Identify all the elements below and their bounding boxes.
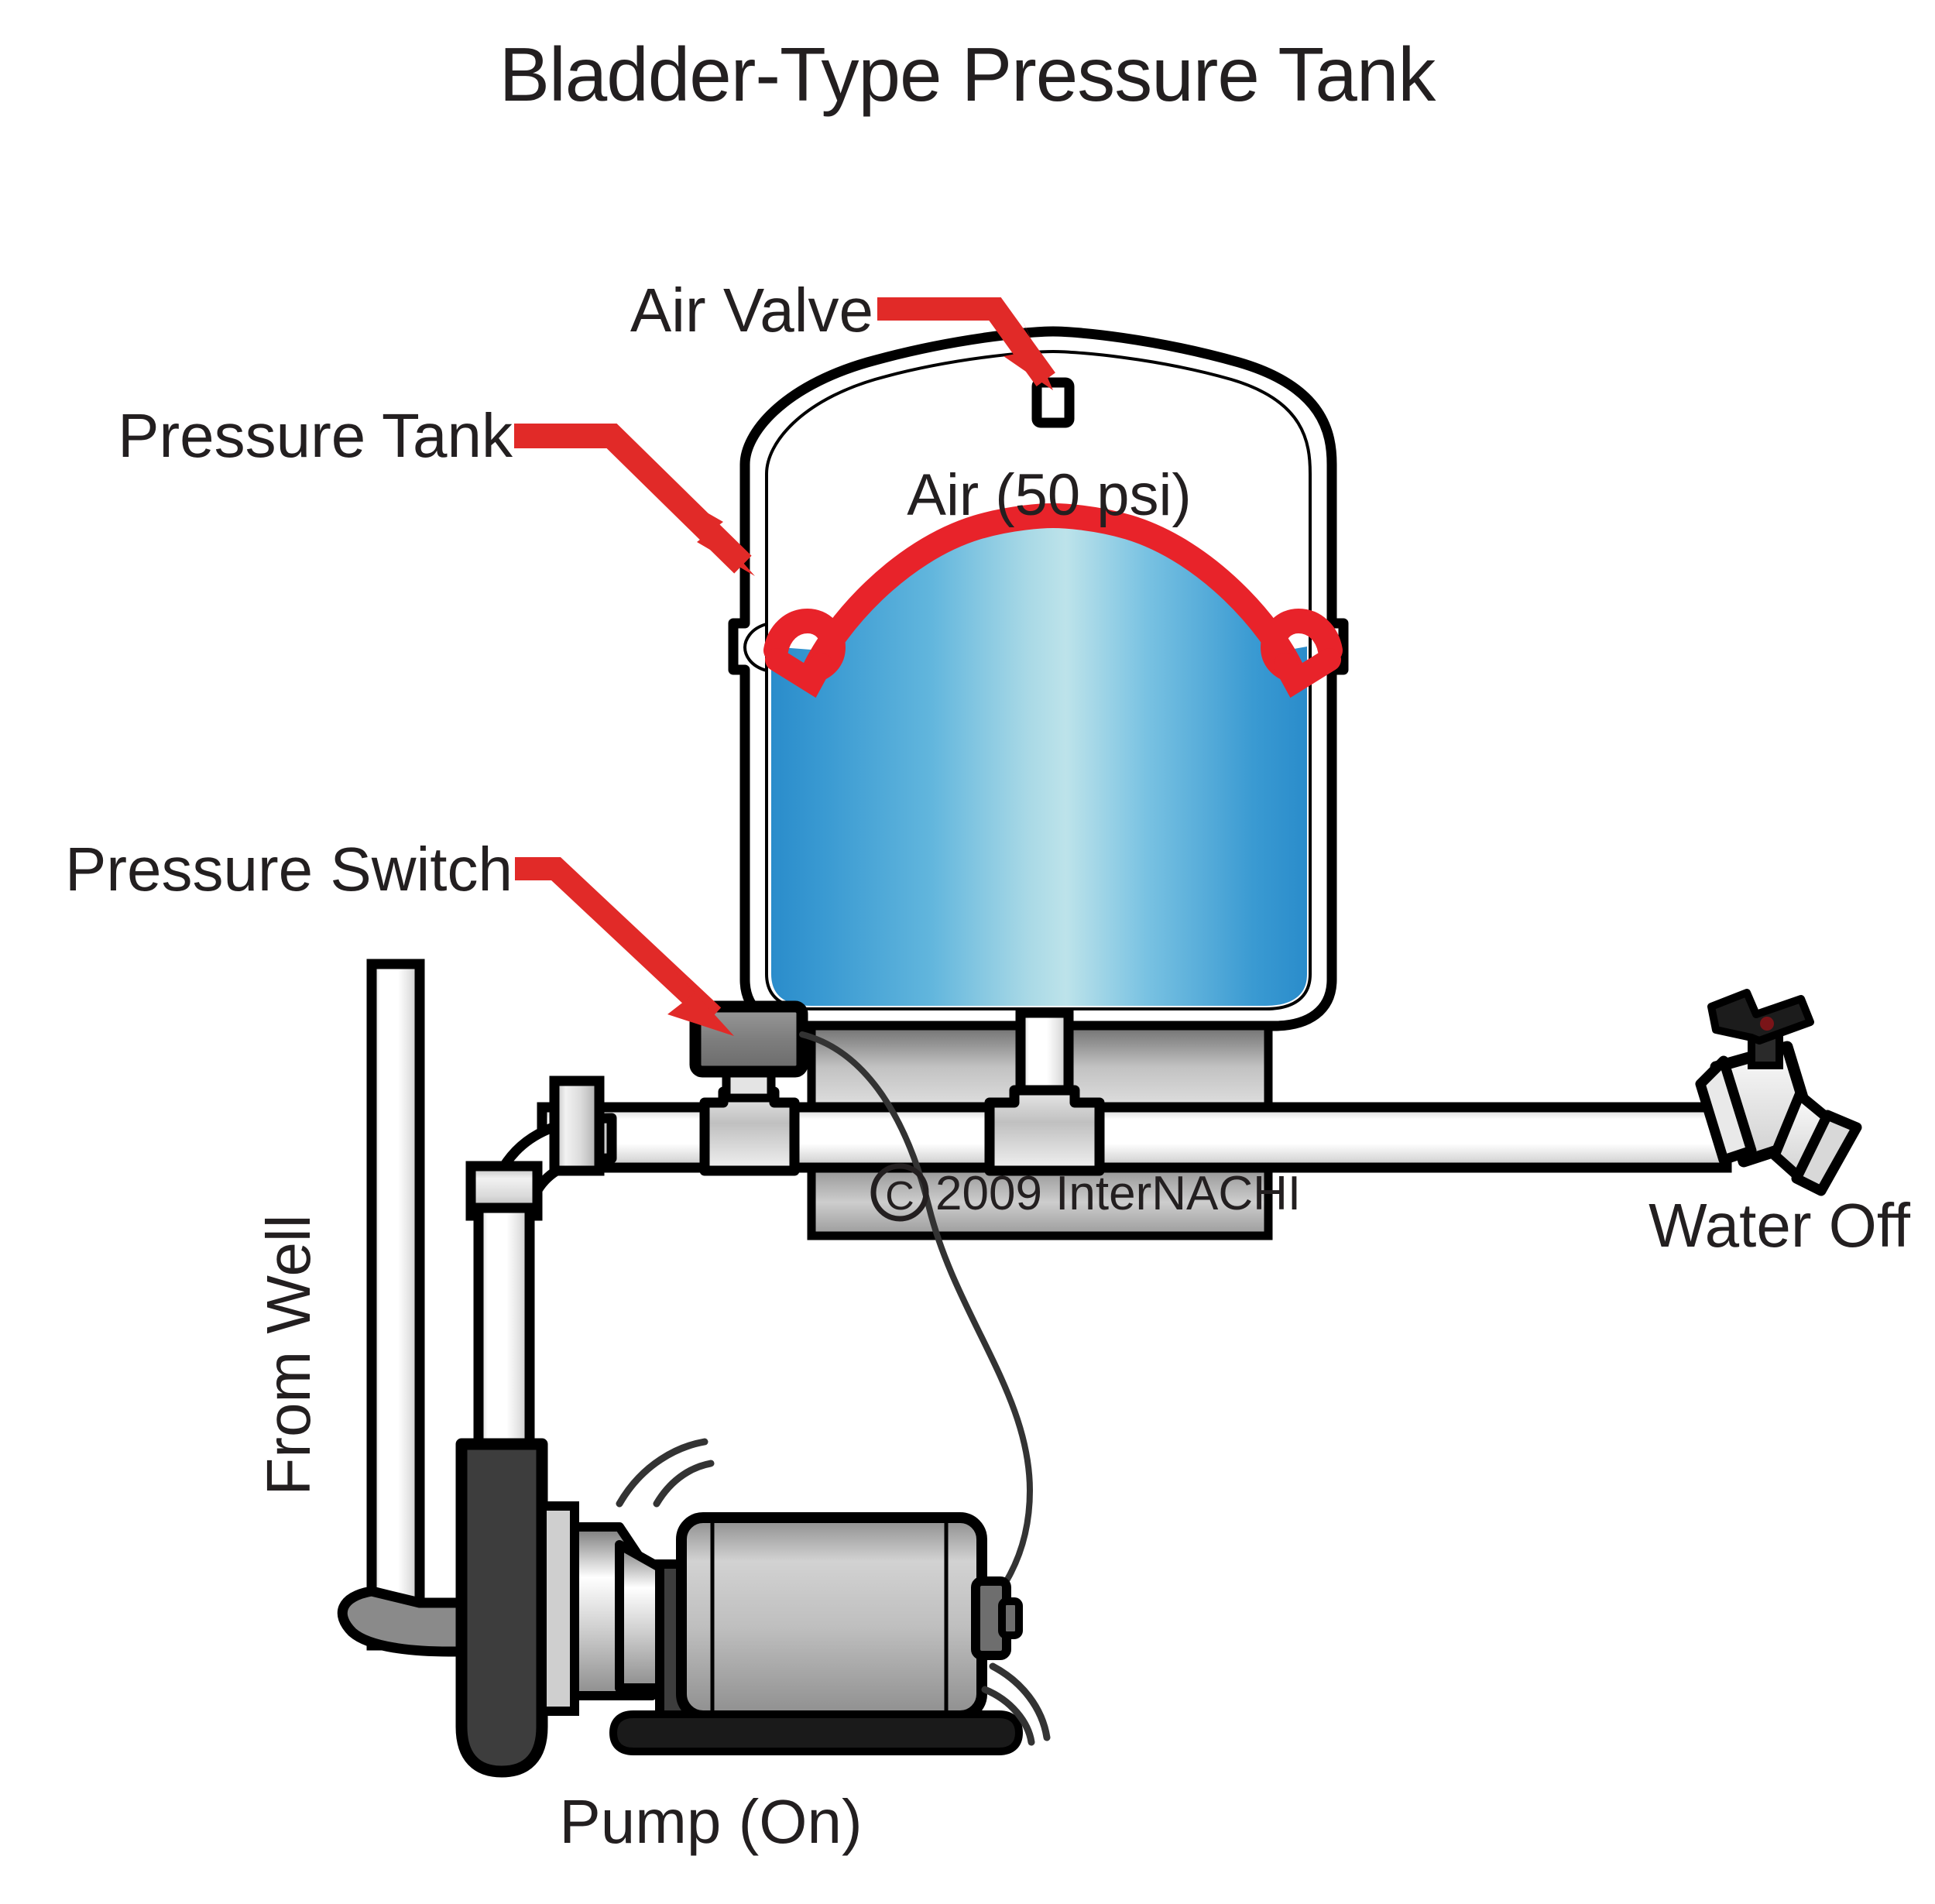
pipe-elbow bbox=[465, 1076, 617, 1539]
air-valve-label: Air Valve bbox=[630, 276, 873, 345]
faucet-handle[interactable] bbox=[1707, 989, 1814, 1045]
pump-intake-casing bbox=[455, 1438, 548, 1778]
faucet-handle-screw bbox=[1760, 1017, 1774, 1031]
pressure-tank[interactable]: Air (50 psi) bbox=[728, 326, 1349, 1031]
pump-on-label: Pump (On) bbox=[559, 1787, 862, 1856]
well-riser-pipe bbox=[366, 959, 425, 1651]
well-supply-pipe bbox=[337, 959, 467, 1657]
page-title: Bladder-Type Pressure Tank bbox=[499, 32, 1437, 117]
tee-body bbox=[984, 1085, 1105, 1176]
copyright-notice: C 2009 InterNACHI bbox=[870, 1163, 1301, 1222]
bladder-left-lip bbox=[765, 648, 832, 698]
pump-motor-body bbox=[676, 1512, 987, 1721]
faucet[interactable] bbox=[1695, 989, 1862, 1196]
pump-volute bbox=[537, 1501, 579, 1716]
vibration-arcs-bottom bbox=[981, 1662, 1051, 1746]
copyright-symbol: C bbox=[885, 1174, 914, 1219]
pump-assembly[interactable] bbox=[455, 1438, 1051, 1778]
tank-outlet-tee bbox=[984, 1007, 1105, 1176]
copyright-circle bbox=[870, 1163, 929, 1222]
water-volume bbox=[771, 513, 1307, 1006]
pump-base-foot bbox=[609, 1710, 1024, 1755]
pump-junction-nub bbox=[998, 1597, 1023, 1639]
air-chamber-label: Air (50 psi) bbox=[907, 462, 1191, 528]
well-pipe-foot bbox=[337, 1586, 467, 1657]
air-valve[interactable] bbox=[1031, 377, 1075, 428]
tank-inner-liner bbox=[765, 349, 1312, 1010]
tank-left-notch bbox=[743, 623, 767, 672]
pressure-tank-label: Pressure Tank bbox=[118, 401, 513, 470]
pressure-tank-callout-arrow bbox=[514, 424, 755, 576]
pressure-switch-callout-arrow bbox=[515, 857, 734, 1036]
bladder-right-lip bbox=[1274, 648, 1341, 698]
switch-tee-body bbox=[699, 1086, 800, 1176]
from-well-label: From Well bbox=[254, 1215, 323, 1496]
faucet-inlet-shoulder bbox=[1695, 1055, 1757, 1165]
water-off-label: Water Off bbox=[1649, 1191, 1911, 1260]
faucet-spout-rim bbox=[1791, 1110, 1862, 1196]
control-wire bbox=[799, 1031, 1034, 1621]
pressure-switch[interactable] bbox=[689, 1000, 808, 1176]
copyright-text: 2009 InterNACHI bbox=[935, 1167, 1301, 1220]
vibration-arcs-top bbox=[616, 1438, 715, 1508]
elbow-top-collar bbox=[549, 1076, 605, 1176]
air-valve-callout-arrow bbox=[877, 297, 1055, 390]
bladder-membrane[interactable] bbox=[763, 503, 1343, 683]
pressure-switch-label: Pressure Switch bbox=[65, 835, 513, 904]
